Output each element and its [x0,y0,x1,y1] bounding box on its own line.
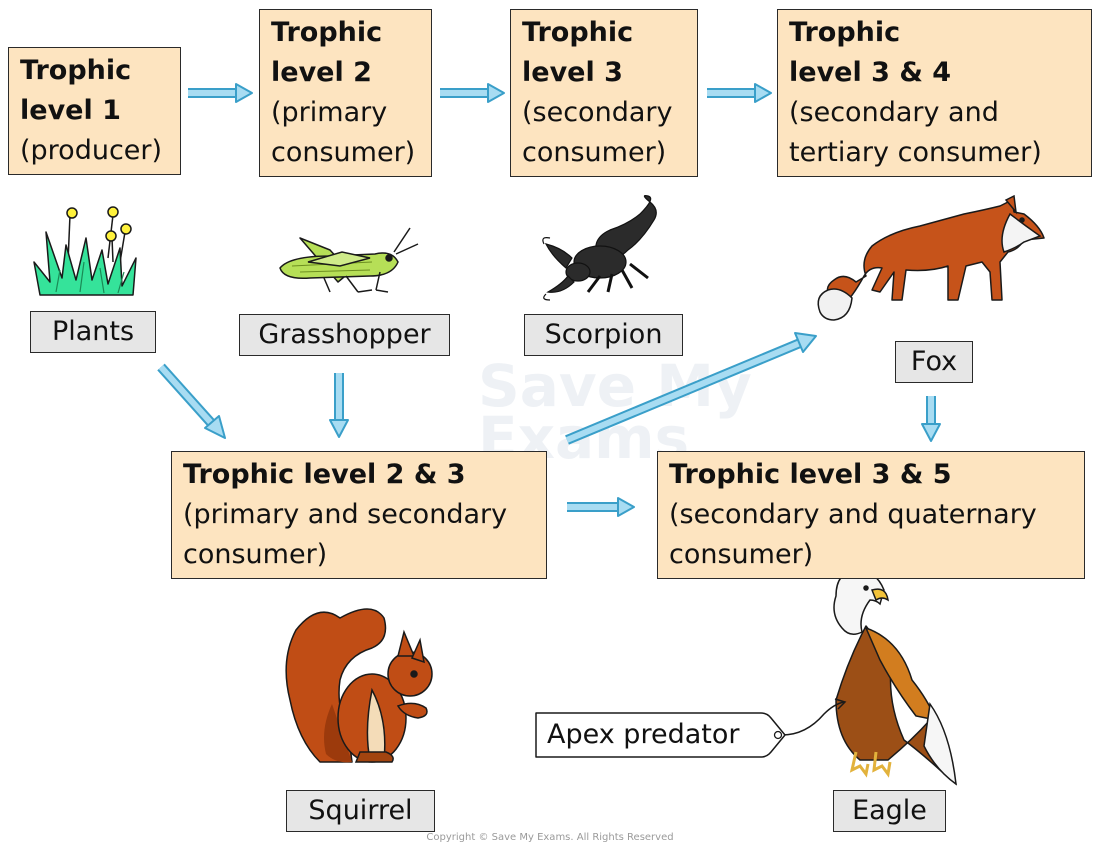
arrow-fox-to-level35 [921,396,941,442]
apex-predator-tag: Apex predator [535,712,791,758]
grasshopper-illustration [279,227,419,293]
apex-predator-label: Apex predator [547,719,740,750]
arrow-level23-to-fox [565,332,817,445]
arrow-level2-to-level3 [440,83,505,103]
scorpion-illustration [542,195,657,301]
label-squirrel: Squirrel [286,790,435,832]
label-grasshopper: Grasshopper [239,314,450,356]
tag-shape [535,712,786,758]
plants-illustration [33,206,137,296]
arrow-plants-to-level23 [157,363,226,439]
trophic-level-3-box: Trophic level 3 (secondary consumer) [510,9,698,177]
apex-pointer-line [781,701,845,736]
eagle-illustration [833,569,957,786]
copyright-notice: Copyright © Save My Exams. All Rights Re… [426,832,674,843]
arrow-grasshopper-to-level23 [329,373,349,438]
apex-pointer-arrowhead [834,698,847,710]
trophic-level-1-box: Trophic level 1 (producer) [8,47,181,175]
arrow-level3-to-level34 [707,83,772,103]
trophic-level-3-5-box: Trophic level 3 & 5 (secondary and quate… [657,451,1085,579]
trophic-level-2-3-box: Trophic level 2 & 3 (primary and seconda… [171,451,547,579]
arrow-level23-to-level35 [567,497,635,517]
trophic-level-2-box: Trophic level 2 (primary consumer) [259,9,432,177]
label-fox: Fox [895,341,973,383]
label-plants: Plants [30,311,156,353]
fox-illustration [817,194,1045,321]
trophic-level-3-4-box: Trophic level 3 & 4 (secondary and terti… [777,9,1092,177]
squirrel-illustration [285,608,433,763]
arrow-level1-to-level2 [188,83,253,103]
label-eagle: Eagle [833,790,946,832]
label-scorpion: Scorpion [524,314,683,356]
